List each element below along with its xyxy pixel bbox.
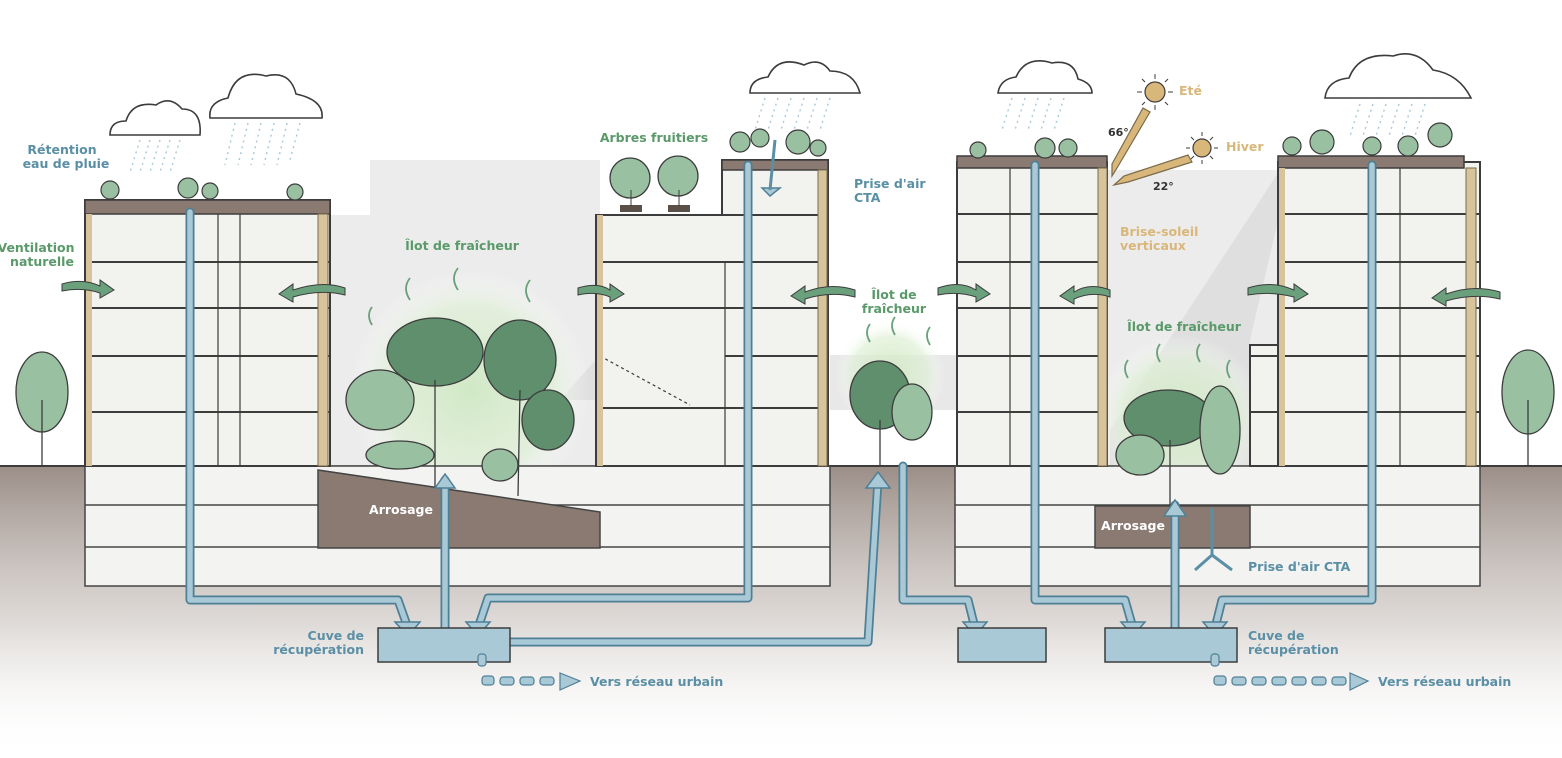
label-prise-air-1: Prise d'air [854, 176, 926, 191]
label-arrosage-left: Arrosage [369, 502, 433, 517]
label-ete: Eté [1179, 83, 1202, 98]
cool-air-arrow-icon [368, 267, 1231, 379]
label-reseau-left: Vers réseau urbain [590, 674, 723, 689]
label-angle-winter: 22° [1153, 180, 1174, 193]
retention-tank-mid [957, 627, 1047, 663]
outflow-dashed-pipe [477, 653, 1370, 691]
rain-icon [129, 97, 1426, 173]
label-cuve-left-1: Cuve de [308, 628, 364, 643]
label-prise-air-cta-right: Prise d'air CTA [1248, 559, 1351, 574]
sun-ray-arrow [1111, 107, 1193, 187]
label-reseau-right: Vers réseau urbain [1378, 674, 1511, 689]
building-4 [1249, 155, 1481, 467]
label-hiver: Hiver [1226, 139, 1264, 154]
label-arbres-fruitiers: Arbres fruitiers [600, 130, 708, 145]
building-1 [84, 199, 331, 467]
sun-icon [1137, 74, 1218, 164]
air-intake-arrow-icon [768, 139, 1233, 572]
label-ilot-left: Îlot de fraîcheur [405, 238, 520, 253]
cloud-icon [109, 53, 1473, 136]
label-prise-air-2: CTA [854, 190, 881, 205]
label-retention-2: eau de pluie [23, 156, 110, 171]
tree-icon [15, 317, 1555, 506]
label-ilot-mid-1: Îlot de [871, 287, 916, 302]
ventilation-arrow-icon [61, 279, 1501, 307]
label-cuve-right-2: récupération [1248, 642, 1339, 657]
label-cuve-left-2: récupération [273, 642, 364, 657]
label-ilot-mid-2: fraîcheur [862, 301, 927, 316]
label-ventilation-2: naturelle [10, 254, 74, 269]
fruit-tree-icon [609, 155, 699, 212]
retention-tank-left [377, 627, 511, 663]
building-2 [595, 159, 829, 467]
label-brise-soleil-2: verticaux [1120, 238, 1186, 253]
label-cuve-right-1: Cuve de [1248, 628, 1304, 643]
label-brise-soleil-1: Brise-soleil [1120, 224, 1198, 239]
garden-soil-left [317, 469, 601, 549]
rainwater-pipe-fill [187, 162, 1375, 645]
label-arrosage-right: Arrosage [1101, 518, 1165, 533]
roof-shrub-icon [100, 122, 1453, 201]
label-angle-summer: 66° [1108, 126, 1129, 139]
label-retention-1: Rétention [27, 142, 96, 157]
label-ventilation-1: Ventilation [0, 240, 75, 255]
label-ilot-right: Îlot de fraîcheur [1127, 319, 1242, 334]
